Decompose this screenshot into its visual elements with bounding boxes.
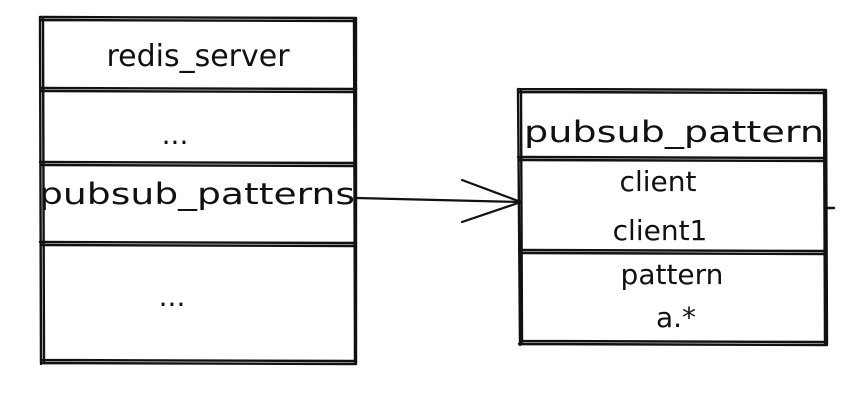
- redis-server-struct: redis_server ... pubsub_patterns ...: [38, 15, 358, 366]
- pubsub-pattern-frame: [516, 87, 829, 347]
- pubsub-pattern-client-label: client: [620, 165, 697, 198]
- redis-server-field-pubsub-patterns: pubsub_patterns: [39, 177, 355, 211]
- redis-server-field-ellipsis-1: ...: [162, 118, 189, 151]
- pubsub-pattern-pattern-label: pattern: [621, 258, 724, 291]
- pubsub-pattern-divider-2: [517, 248, 828, 256]
- redis-server-divider-1: [38, 86, 358, 94]
- pubsub-pattern-pattern-value: a.*: [656, 301, 696, 334]
- pubsub-pattern-client-value: client1: [613, 214, 708, 247]
- redis-server-frame: [38, 15, 358, 366]
- arrow-shaft: [354, 196, 522, 204]
- pubsub-pattern-title: pubsub_pattern: [524, 115, 824, 149]
- redis-server-title: redis_server: [106, 39, 290, 74]
- pointer-arrow: [354, 178, 523, 224]
- redis-server-divider-3: [38, 240, 358, 248]
- pubsub-pattern-struct: pubsub_pattern client client1 pattern a.…: [516, 87, 836, 347]
- redis-server-divider-2: [38, 160, 358, 168]
- redis-server-field-ellipsis-2: ...: [159, 280, 186, 313]
- pubsub-pattern-divider-1: [516, 155, 828, 163]
